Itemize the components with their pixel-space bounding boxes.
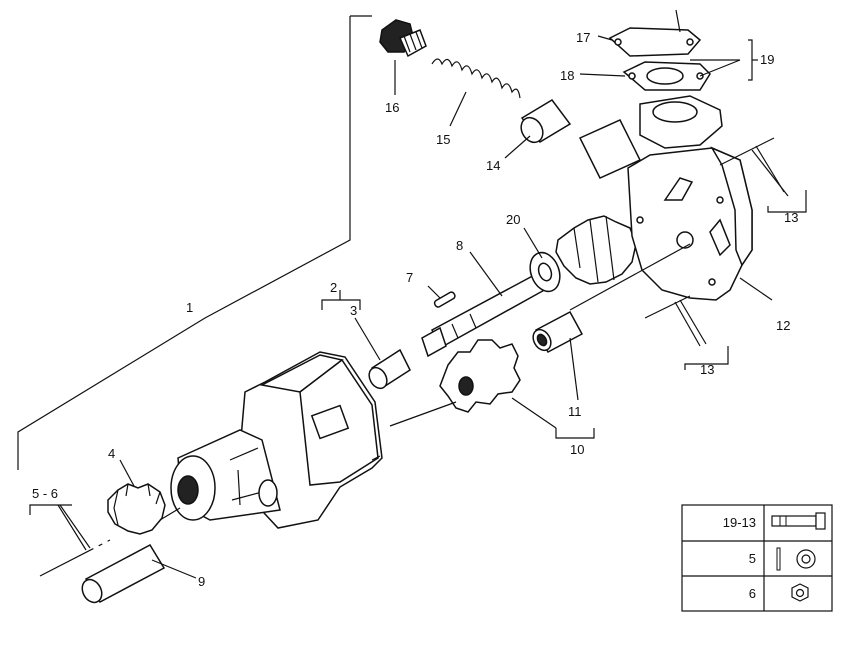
callout-8: 8: [456, 238, 463, 253]
spring-15: [431, 58, 521, 99]
upper-gear: [555, 215, 637, 285]
callout-labels: 1 2 3 4 5 - 6 7 8 9 10 11 12 13 13 14 15…: [32, 30, 798, 589]
pin-washer-icon: [776, 547, 816, 571]
pump-body: [170, 351, 383, 529]
callout-16: 16: [385, 100, 399, 115]
callout-5-6: 5 - 6: [32, 486, 58, 501]
plug-16: [379, 19, 427, 58]
callout-3: 3: [350, 303, 357, 318]
legend-row-2-label: 5: [749, 551, 756, 566]
callout-2: 2: [330, 280, 337, 295]
callout-10: 10: [570, 442, 584, 457]
gasket-17: [608, 27, 702, 57]
callout-1: 1: [186, 300, 193, 315]
washer-20: [529, 251, 561, 293]
callout-19: 19: [760, 52, 774, 67]
legend-row-1-label: 19-13: [723, 515, 756, 530]
nut-icon: [791, 583, 809, 602]
legend-row-3-label: 6: [749, 586, 756, 601]
callout-11: 11: [568, 404, 582, 419]
callout-20: 20: [506, 212, 520, 227]
callout-18: 18: [560, 68, 574, 83]
callout-7: 7: [406, 270, 413, 285]
bushing-11: [532, 310, 584, 354]
driven-gear-10: [439, 339, 521, 413]
key-7: [433, 291, 456, 308]
callout-15: 15: [436, 132, 450, 147]
gasket-18: [622, 61, 711, 91]
callout-17: 17: [576, 30, 590, 45]
cover-12: [578, 95, 753, 301]
callout-14: 14: [486, 158, 500, 173]
assembly-1-bracket: [17, 15, 372, 470]
bolt-icon: [771, 512, 826, 530]
leader-lines: [29, 9, 807, 579]
shaft-9: [81, 544, 166, 604]
callout-4: 4: [108, 446, 115, 461]
axis-lines: [39, 137, 775, 577]
hardware-legend: 19-13 5 6: [681, 504, 833, 612]
callout-9: 9: [198, 574, 205, 589]
callout-12: 12: [776, 318, 790, 333]
callout-13-lower: 13: [700, 362, 714, 377]
callout-13-upper: 13: [784, 210, 798, 225]
drive-gear-4: [107, 483, 166, 535]
piston-14: [520, 99, 572, 144]
bushing-3: [368, 348, 411, 390]
